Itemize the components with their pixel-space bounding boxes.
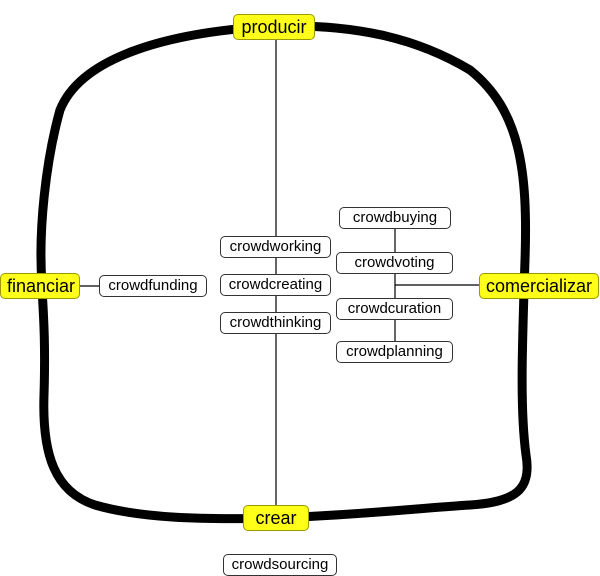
hub-producir: producir [233,14,315,40]
node-crowdbuying: crowdbuying [339,207,451,229]
node-crowdvoting: crowdvoting [336,252,453,274]
node-crowdworking: crowdworking [220,236,331,258]
node-crowdfunding: crowdfunding [99,275,207,297]
node-crowdcreating: crowdcreating [220,274,331,296]
node-crowdsourcing: crowdsourcing [223,554,337,576]
hub-crear: crear [243,505,309,531]
outer-loop [36,21,532,524]
node-crowdcuration: crowdcuration [336,298,453,320]
node-crowdplanning: crowdplanning [336,341,453,363]
node-crowdthinking: crowdthinking [220,312,331,334]
hub-comercializar: comercializar [479,273,599,299]
hub-financiar: financiar [0,273,80,299]
